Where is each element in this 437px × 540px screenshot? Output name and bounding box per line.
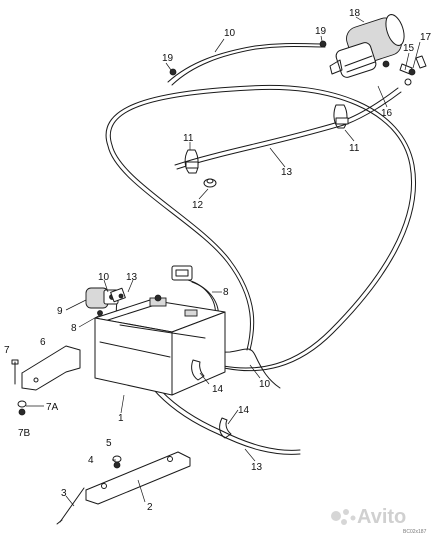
callout-3: 3 [61,488,67,499]
callout-18: 18 [349,8,361,19]
callout-labels: 18 10 19 17 15 19 16 11 11 13 12 10 13 8… [4,8,432,513]
callout-14-lower: 14 [238,405,250,416]
callout-17: 17 [420,32,432,43]
drawing-code: BC02x187 [403,529,427,535]
connector-13 [110,287,126,303]
clamp-14-lower [219,417,232,439]
nut-19-left [169,68,177,76]
watermark-text: Avito [357,506,406,528]
plug-connector [171,265,193,281]
callout-10-mid: 10 [98,272,110,283]
clamp-14-upper [191,359,205,381]
clamp-11-upper [333,104,349,129]
bolt-7 [11,359,19,385]
callout-1: 1 [118,413,124,424]
rod-3 [56,487,85,525]
callout-14-upper: 14 [212,384,224,395]
callout-11-right: 11 [349,143,360,154]
washer-7a [17,400,27,408]
nut-4 [113,461,121,469]
avito-watermark: Avito [331,506,406,528]
callout-13-mid: 13 [126,272,138,283]
callout-7b: 7B [18,428,31,439]
cable-13-long [105,84,416,372]
callout-16: 16 [381,108,393,119]
bracket-6 [21,345,81,391]
callout-10-lower: 10 [259,379,271,390]
terminal-lugs [399,55,427,86]
callout-12: 12 [192,200,204,211]
callout-8-right: 8 [223,287,229,298]
starter-motor [329,14,405,78]
washer-5 [112,455,122,463]
callout-11-left: 11 [183,133,194,144]
callout-2: 2 [147,502,153,513]
callout-10-top: 10 [224,28,236,39]
callout-7: 7 [4,345,10,356]
callout-6: 6 [40,337,46,348]
grommet-12 [203,178,217,188]
clamp-11-left [184,149,199,174]
cable-10-top [167,43,326,86]
callout-19-left: 19 [162,53,174,64]
callout-4: 4 [88,455,94,466]
battery [94,294,226,396]
callout-7a: 7A [46,402,59,413]
hold-down-bar [85,451,191,505]
callout-8-left: 8 [71,323,77,334]
callout-15: 15 [403,43,415,54]
callout-13-lower: 13 [251,462,263,473]
callout-13-upper: 13 [281,167,293,178]
callout-9: 9 [57,306,63,317]
nut-19-right [319,40,327,48]
cable-13-mid [174,87,402,170]
callout-5: 5 [106,438,112,449]
nut-7b [18,408,26,416]
leader-lines [26,16,421,507]
callout-19-right: 19 [315,26,327,37]
